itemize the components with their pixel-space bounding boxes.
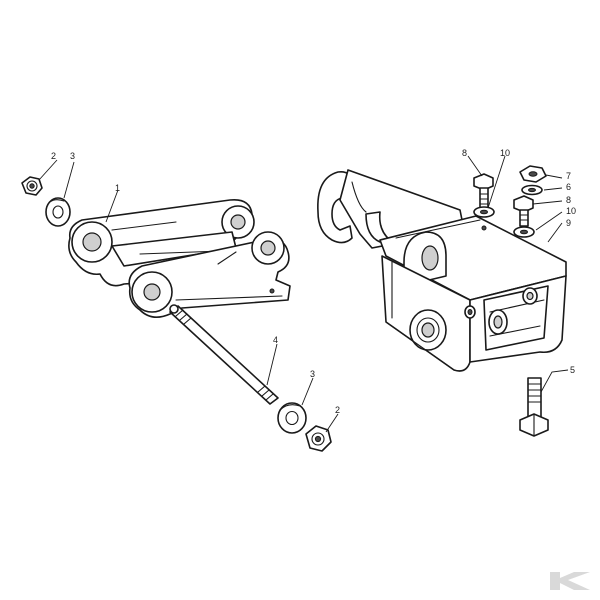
- brand-logo-icon: [550, 572, 590, 590]
- callout-6: 6: [566, 182, 571, 192]
- washer-part-10-right: [513, 226, 535, 238]
- callout-3-top: 3: [70, 151, 75, 161]
- hitch-housing-part-9: [317, 169, 567, 372]
- bolt-part-8-left: [473, 173, 494, 209]
- nut-part-2-bottom: [305, 425, 332, 452]
- callout-9: 9: [566, 218, 571, 228]
- callout-8-left: 8: [462, 148, 467, 158]
- callout-2-bottom: 2: [335, 405, 340, 415]
- bolt-part-8-right: [513, 195, 534, 227]
- nut-part-2-top: [21, 176, 43, 196]
- callout-5: 5: [570, 365, 575, 375]
- nut-part-7: [519, 165, 547, 183]
- callout-3-bottom: 3: [310, 369, 315, 379]
- callout-labels: 2 3 1 4 3 2 8 10 7 6 8 10 9 5: [51, 148, 576, 415]
- washer-part-10-left: [473, 206, 495, 218]
- callout-8-right: 8: [566, 195, 571, 205]
- callout-4: 4: [273, 335, 278, 345]
- bolt-part-5: [519, 377, 549, 437]
- callout-2-top: 2: [51, 151, 56, 161]
- bushing-part-3-bottom: [277, 402, 307, 434]
- leader-lines: [38, 155, 569, 433]
- washer-part-6: [521, 184, 543, 196]
- callout-1: 1: [115, 183, 120, 193]
- bracket-part-1: [68, 198, 291, 318]
- pin-part-4: [169, 304, 279, 405]
- callout-7: 7: [566, 171, 571, 181]
- callout-10-left: 10: [500, 148, 510, 158]
- callout-10-right: 10: [566, 206, 576, 216]
- bushing-part-3-top: [45, 197, 71, 227]
